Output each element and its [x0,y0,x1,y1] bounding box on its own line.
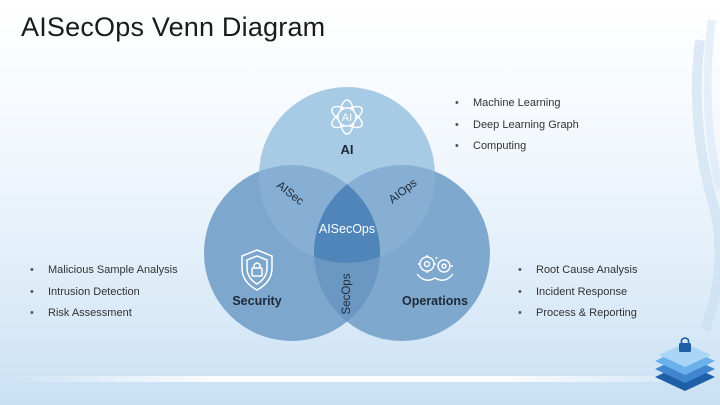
shield-lock-icon [241,249,273,291]
security-label: Security [232,294,281,308]
operations-label: Operations [402,294,468,308]
ai-chip-icon: AI [331,99,363,135]
list-item: Computing [455,139,579,161]
ai-label: AI [341,142,354,157]
decorative-stripes [691,19,720,332]
list-item: Malicious Sample Analysis [30,263,178,285]
stacked-layers-lock-icon [655,337,715,391]
aisecops-label: AISecOps [319,222,375,236]
svg-text:AI: AI [342,112,352,124]
ai-bullet-list: Machine Learning Deep Learning Graph Com… [455,96,579,161]
center-overlap [314,165,380,263]
gears-icon [416,255,454,281]
list-item: Risk Assessment [30,306,178,328]
security-bullet-list: Malicious Sample Analysis Intrusion Dete… [30,263,178,328]
list-item: Intrusion Detection [30,285,178,307]
page-title: AISecOps Venn Diagram [21,12,326,42]
secops-label: SecOps [341,273,353,314]
list-item: Machine Learning [455,96,579,118]
bottom-highlight-band [0,376,720,382]
list-item: Deep Learning Graph [455,118,579,140]
list-item: Root Cause Analysis [518,263,638,285]
operations-bullet-list: Root Cause Analysis Incident Response Pr… [518,263,638,328]
list-item: Process & Reporting [518,306,638,328]
list-item: Incident Response [518,285,638,307]
